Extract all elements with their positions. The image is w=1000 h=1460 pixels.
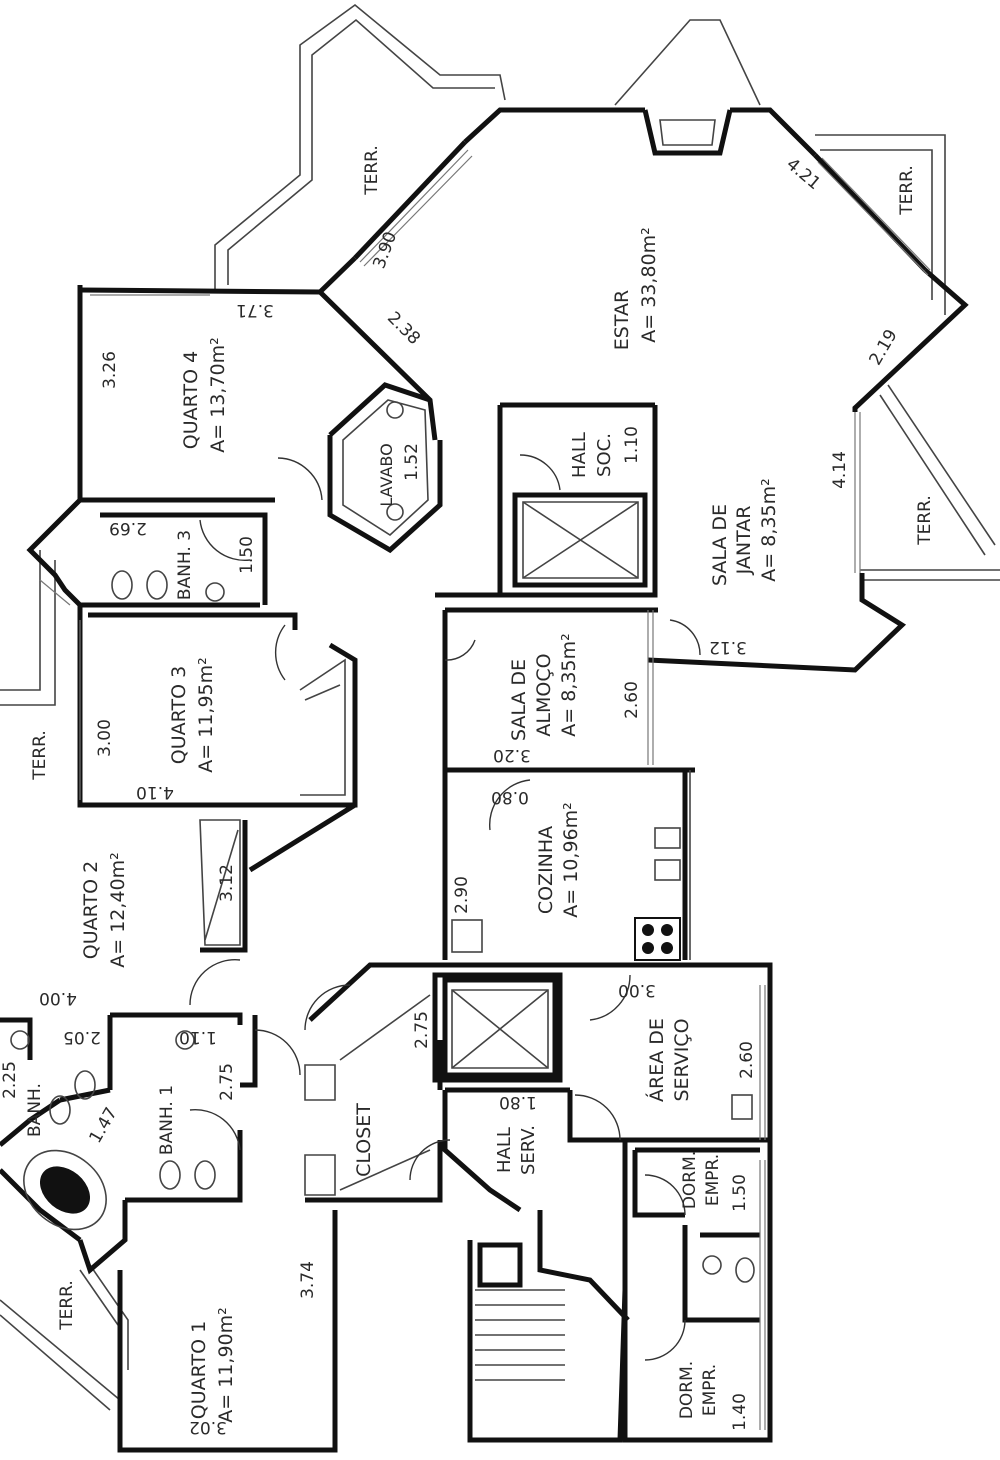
room-name-dorm-empr-1b: EMPR. (703, 1154, 723, 1206)
dim-3-74: 3.74 (298, 1261, 318, 1299)
room-name-lavabo: LAVABO (377, 443, 396, 506)
room-area-quarto3: A= 11,95m² (195, 657, 217, 772)
dim-2-75-b: 2.75 (412, 1011, 432, 1049)
dim-0-80: 0.80 (491, 787, 529, 807)
room-area-cozinha: A= 10,96m² (560, 802, 582, 917)
room-name-closet: CLOSET (353, 1103, 375, 1177)
terrace-label-5: TERR. (57, 1280, 77, 1331)
dim-3-02: 3.02 (189, 1417, 227, 1437)
terrace-label-1: TERR. (362, 145, 382, 196)
windows (39, 149, 931, 1430)
door-swings (189, 454, 701, 1361)
dim-4-00: 4.00 (39, 988, 77, 1008)
dim-3-00-b: 3.00 (618, 980, 656, 1000)
dim-1-10-b: 1.10 (179, 1027, 217, 1047)
room-name-hall-serv-2: SERV. (518, 1125, 539, 1175)
room-name-sala-jantar-1: SALA DE (709, 504, 731, 586)
dim-2-60-a: 2.60 (622, 681, 642, 719)
dim-2-75-a: 2.75 (217, 1063, 237, 1101)
room-area-sala-almoco: A= 8,35m² (558, 633, 580, 736)
dim-2-38: 2.38 (383, 308, 424, 349)
room-name-quarto1: QUARTO 1 (188, 1321, 210, 1419)
room-area-quarto1: A= 11,90m² (215, 1307, 237, 1422)
dim-1-52: 1.52 (402, 443, 422, 481)
room-name-dorm-empr-2b: EMPR. (700, 1364, 720, 1416)
dim-2-19: 2.19 (866, 326, 902, 369)
dim-2-90: 2.90 (452, 876, 472, 914)
room-name-area-servico-2: SERVIÇO (671, 1018, 693, 1101)
room-labels: ESTAR A= 33,80m² SALA DE JANTAR A= 8,35m… (25, 145, 935, 1423)
dim-3-12-a: 3.12 (709, 637, 747, 657)
room-name-banh1: BANH. 1 (157, 1085, 177, 1155)
room-name-banh-suite: BANH. (25, 1083, 45, 1137)
dim-3-26: 3.26 (100, 351, 120, 389)
walls (0, 107, 969, 1453)
dim-3-71: 3.71 (236, 300, 274, 320)
dim-1-47: 1.47 (86, 1104, 122, 1147)
room-name-hall-soc-1: HALL (569, 432, 590, 478)
room-name-hall-soc-2: SOC. (594, 433, 615, 477)
dim-3-12-b: 3.12 (217, 864, 237, 902)
room-area-quarto4: A= 13,70m² (207, 337, 229, 452)
room-name-area-servico-1: ÁREA DE (645, 1018, 668, 1102)
room-name-sala-almoco-2: ALMOÇO (533, 653, 555, 736)
room-area-estar: A= 33,80m² (638, 227, 660, 342)
dim-1-50-b: 1.50 (730, 1174, 750, 1212)
dim-2-60-b: 2.60 (737, 1041, 757, 1079)
terrace-label-4: TERR. (30, 730, 50, 781)
room-name-hall-serv-1: HALL (494, 1127, 515, 1173)
dimension-labels: 3.90 4.21 2.38 3.71 3.26 2.19 4.14 3.12 … (0, 154, 902, 1437)
room-name-sala-jantar-2: JANTAR (733, 506, 755, 576)
room-name-estar: ESTAR (611, 290, 633, 350)
dim-1-50-a: 1.50 (237, 536, 257, 574)
room-area-sala-jantar: A= 8,35m² (758, 478, 780, 581)
room-area-quarto2: A= 12,40m² (107, 852, 129, 967)
dim-4-14: 4.14 (830, 451, 850, 489)
dim-3-00-a: 3.00 (95, 719, 115, 757)
room-name-dorm-empr-1a: DORM. (680, 1151, 700, 1209)
dim-2-05: 2.05 (63, 1027, 101, 1047)
terrace-label-2: TERR. (897, 165, 917, 216)
fixtures (10, 401, 755, 1283)
dim-3-20: 3.20 (493, 745, 531, 765)
terrace-outlines (0, 3, 1000, 1411)
dim-1-10: 1.10 (622, 426, 642, 464)
room-name-quarto2: QUARTO 2 (80, 861, 102, 959)
room-name-dorm-empr-2a: DORM. (677, 1361, 697, 1419)
room-name-cozinha: COZINHA (535, 826, 557, 914)
dim-2-69: 2.69 (109, 518, 147, 538)
room-name-sala-almoco-1: SALA DE (508, 659, 530, 741)
terrace-label-3: TERR. (915, 495, 935, 546)
dim-4-10: 4.10 (136, 782, 174, 802)
room-name-quarto3: QUARTO 3 (168, 666, 190, 764)
dim-2-25: 2.25 (0, 1061, 20, 1099)
room-name-banh3: BANH. 3 (175, 530, 195, 600)
dim-1-80: 1.80 (499, 1092, 537, 1112)
room-name-quarto4: QUARTO 4 (180, 351, 202, 449)
dim-1-40: 1.40 (730, 1393, 750, 1431)
